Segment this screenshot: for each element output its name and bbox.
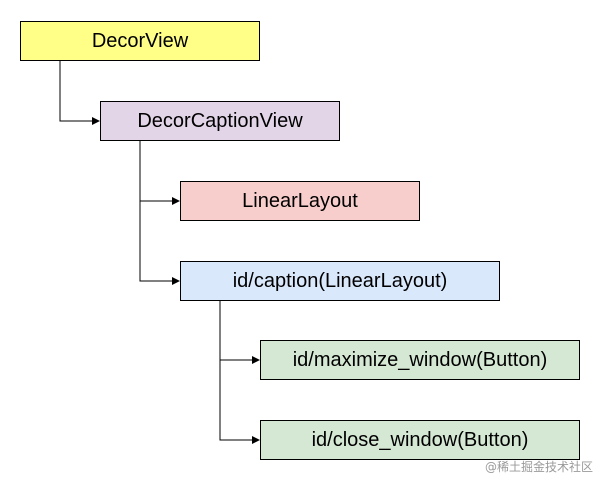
- edge-caption-maximize: [219, 301, 260, 364]
- edge-caption-close: [219, 301, 260, 444]
- edge-decorcaptionview-linearlayout: [139, 141, 180, 205]
- edge-decorcaptionview-caption: [139, 141, 180, 285]
- node-decorview: DecorView: [20, 21, 260, 61]
- edge-decorview-decorcaptionview: [59, 61, 100, 125]
- node-linearlayout: LinearLayout: [180, 181, 420, 221]
- node-close-window-button: id/close_window(Button): [260, 420, 580, 460]
- node-caption-linearlayout: id/caption(LinearLayout): [180, 261, 500, 301]
- watermark: @稀土掘金技术社区: [484, 460, 593, 474]
- node-maximize-window-button: id/maximize_window(Button): [260, 340, 580, 380]
- node-decorcaptionview: DecorCaptionView: [100, 101, 340, 141]
